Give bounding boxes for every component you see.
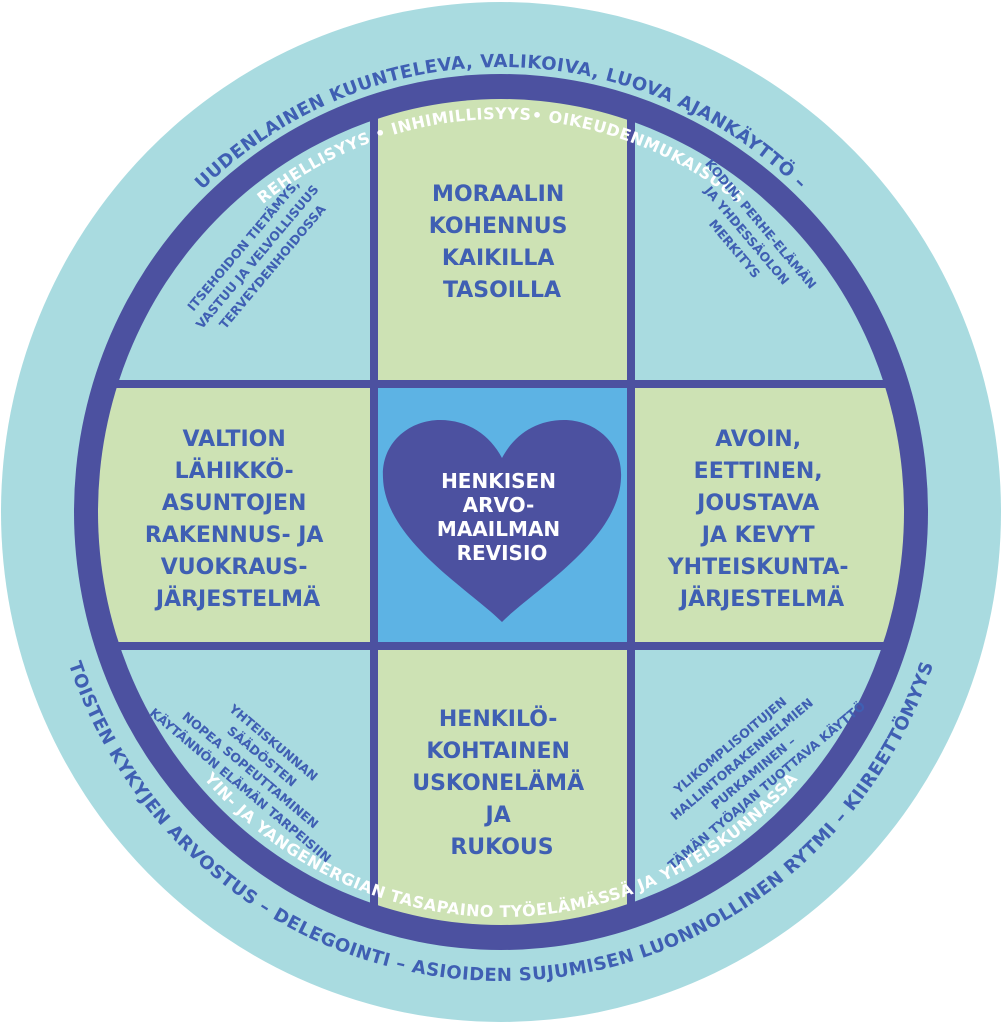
panel-line: LÄHIKKÖ-: [175, 458, 294, 484]
panel-line: AVOIN,: [715, 427, 801, 452]
panel-line: VUOKRAUS-: [161, 555, 308, 580]
panel-bottom-bg: [378, 650, 627, 925]
panel-line: TASOILLA: [443, 278, 561, 303]
heart-line: MAAILMAN: [437, 517, 560, 541]
heart-icon: [382, 420, 622, 622]
panel-line: KAIKILLA: [442, 246, 555, 271]
panel-line: RUKOUS: [450, 835, 553, 860]
heart-label: HENKISEN ARVO- MAAILMAN REVISIO: [437, 469, 567, 565]
heart-line: HENKISEN: [441, 469, 556, 493]
panel-line: JA KEVYT: [700, 523, 815, 548]
panel-left-label: VALTION LÄHIKKÖ- ASUNTOJEN RAKENNUS- JA …: [145, 427, 331, 612]
panel-line: JÄRJESTELMÄ: [678, 586, 844, 612]
heart-line: REVISIO: [457, 541, 548, 565]
panel-bottom-label: HENKILÖ- KOHTAINEN USKONELÄMÄ JA RUKOUS: [412, 706, 592, 860]
panel-line: KOHTAINEN: [426, 739, 570, 764]
panel-line: KOHENNUS: [429, 214, 568, 239]
panel-line: USKONELÄMÄ: [412, 770, 584, 796]
panel-line: EETTINEN,: [694, 459, 823, 484]
panel-line: JOUSTAVA: [695, 491, 819, 516]
panel-line: HENKILÖ-: [439, 706, 558, 732]
heart-line: ARVO-: [463, 493, 535, 517]
panel-line: MORAALIN: [432, 182, 564, 207]
panel-line: ASUNTOJEN: [162, 491, 306, 516]
panel-right-label: AVOIN, EETTINEN, JOUSTAVA JA KEVYT YHTEI…: [667, 427, 856, 612]
panel-line: JÄRJESTELMÄ: [154, 586, 320, 612]
panel-top-bg: [378, 99, 627, 380]
panel-line: VALTION: [183, 427, 286, 452]
panel-top-label: MORAALIN KOHENNUS KAIKILLA TASOILLA: [429, 182, 575, 303]
panel-left-bg: [98, 388, 370, 642]
panel-right-bg: [635, 388, 904, 642]
panel-line: RAKENNUS- JA: [145, 523, 324, 548]
panel-line: YHTEISKUNTA-: [667, 555, 849, 580]
panel-line: JA: [484, 803, 511, 828]
